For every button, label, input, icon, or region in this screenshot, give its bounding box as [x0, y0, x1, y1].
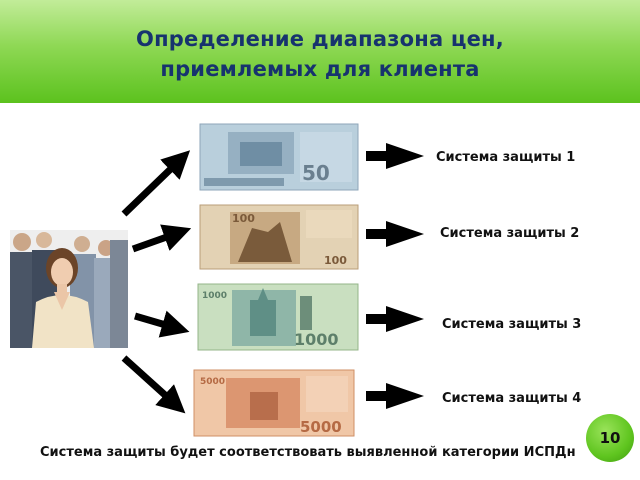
banknote-5000-value: 5000: [300, 418, 342, 436]
banknote-50-value: 50: [302, 161, 330, 185]
banknote-1000: 1000 1000: [197, 283, 359, 351]
banknote-100: 100 100: [199, 204, 359, 270]
title-line-1: Определение диапазона цен,: [136, 27, 504, 51]
arrow-to-note-100: [131, 224, 192, 253]
footer-note: Система защиты будет соответствовать выя…: [40, 445, 576, 460]
svg-text:100: 100: [324, 254, 347, 267]
banknote-50: 50: [199, 123, 359, 191]
arrow-to-note-5000: [121, 355, 186, 414]
svg-text:5000: 5000: [200, 377, 225, 387]
banknote-100-value: 100: [232, 212, 255, 225]
banknote-1000-value: 1000: [294, 330, 339, 349]
arrow-to-note-1000: [134, 310, 190, 338]
banknote-5000: 5000 5000: [193, 369, 355, 437]
header-banner: [0, 0, 640, 103]
arrow-to-label-2: [366, 221, 424, 247]
title-line-2: приемлемых для клиента: [160, 57, 480, 81]
svg-text:1000: 1000: [202, 291, 227, 301]
arrow-to-label-4: [366, 383, 424, 409]
people-photo: [10, 230, 128, 348]
arrow-to-note-50: [121, 150, 191, 217]
protection-label-4: Система защиты 4: [442, 391, 582, 406]
page-number-badge: 10: [586, 414, 634, 462]
arrow-to-label-3: [366, 306, 424, 332]
arrow-to-label-1: [366, 143, 424, 169]
protection-label-3: Система защиты 3: [442, 317, 582, 332]
protection-label-1: Система защиты 1: [436, 150, 576, 165]
protection-label-2: Система защиты 2: [440, 226, 580, 241]
slide-title: Определение диапазона цен, приемлемых дл…: [0, 24, 640, 84]
